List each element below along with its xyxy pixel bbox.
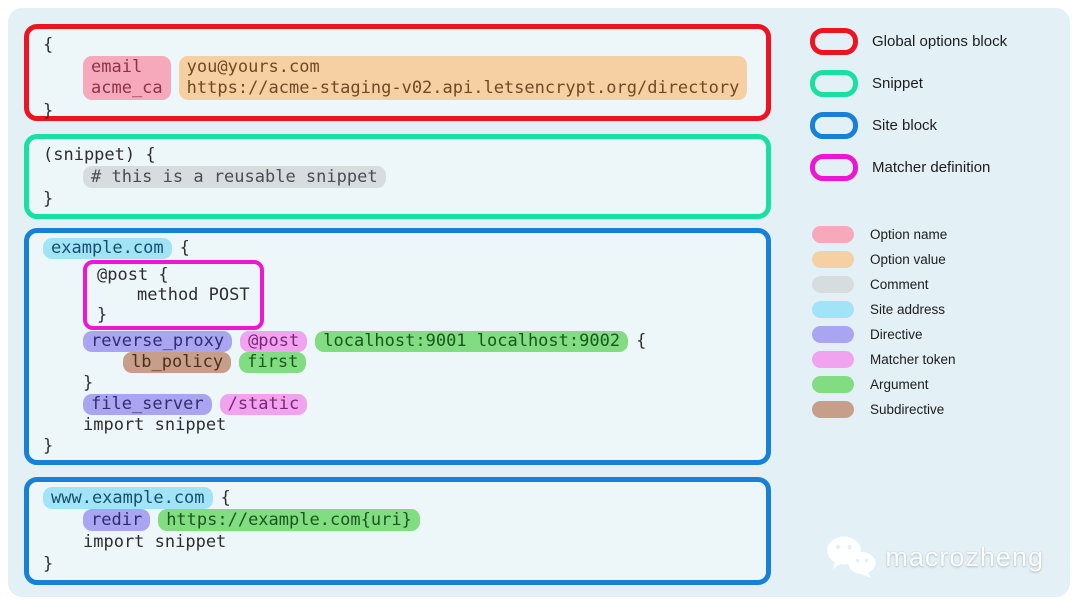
legend-label: Option value [870,252,946,267]
matcher-token-pill: /static [219,394,308,415]
legend-label: Subdirective [870,402,945,417]
legend-label: Matcher definition [872,159,991,176]
subdirective-swatch [812,401,854,418]
legend-item-comment: Comment [812,276,1074,293]
close-brace: } [43,554,54,574]
open-brace: { [43,35,54,55]
legend-label: Site address [870,302,946,317]
close-brace: } [43,436,54,456]
code-line: } [43,188,752,210]
comment-swatch [812,276,854,293]
import-statement: import snippet [83,415,227,435]
legend-label: Option name [870,227,948,242]
matcher-definition-swatch [810,154,858,181]
site-address-swatch [812,301,854,318]
option-value: https://acme-staging-v02.api.letsencrypt… [186,78,740,98]
code-line: import snippet [43,415,752,436]
legend-label: Global options block [872,33,1008,50]
code-line: email acme_ca you@yours.com https://acme… [43,56,752,100]
option-value-swatch [812,251,854,268]
code-line: } [43,436,752,457]
code-line: redir https://example.com{uri} [43,509,752,531]
legend-item-site-address: Site address [812,301,1074,318]
legend-item-matcher-definition: Matcher definition [810,154,1072,181]
legend-item-site-block: Site block [810,112,1072,139]
code-line: lb_policy first [43,352,752,373]
caddyfile-diagram-panel: { email acme_ca you@yours.com https://ac… [8,8,1070,597]
matcher-token-pill: @post [240,331,308,352]
global-options-block: { email acme_ca you@yours.com https://ac… [24,24,771,121]
legend-item-snippet: Snippet [810,70,1072,97]
site-block-swatch [810,112,858,139]
code-line: { [43,34,752,56]
watermark-text: macrozheng [885,541,1044,572]
open-brace: { [220,488,231,508]
import-statement: import snippet [83,532,227,552]
code-line: import snippet [43,531,752,553]
matcher-definition-box: @post { method POST } [83,260,264,330]
argument-pill: first [239,352,307,373]
option-name-pill: email acme_ca [83,56,171,100]
matcher-body: method POST [137,285,250,305]
code-line: reverse_proxy @post localhost:9001 local… [43,331,752,352]
matcher-token-swatch [812,351,854,368]
code-line: file_server /static [43,394,752,415]
option-value: you@yours.com [186,57,320,77]
legend-label: Site block [872,117,938,134]
snippet-block: (snippet) { # this is a reusable snippet… [24,134,771,219]
site-address-pill: example.com [43,238,172,259]
legend-item-option-name: Option name [812,226,1074,243]
directive-pill: reverse_proxy [83,331,233,352]
directive-pill: file_server [83,394,212,415]
code-line: } [43,100,752,122]
wechat-icon [827,536,876,578]
argument-pill: https://example.com{uri} [158,509,420,531]
watermark: macrozheng [825,535,1044,579]
legend-label: Comment [870,277,929,292]
code-line: # this is a reusable snippet [43,166,752,188]
legend-item-subdirective: Subdirective [812,401,1074,418]
code-line: } [43,553,752,575]
matcher-close: } [97,305,108,325]
legend-item-argument: Argument [812,376,1074,393]
code-line: example.com { [43,238,752,259]
snippet-swatch [810,70,858,97]
directive-swatch [812,326,854,343]
close-brace: } [43,101,54,121]
open-brace: { [636,331,647,351]
option-value-pill: you@yours.com https://acme-staging-v02.a… [178,56,748,100]
legend-label: Argument [870,377,929,392]
legend-item-directive: Directive [812,326,1074,343]
close-brace: } [43,189,54,209]
option-name-swatch [812,226,854,243]
option-name: email [91,57,143,77]
directive-pill: redir [83,509,151,531]
global-options-swatch [810,28,858,55]
legend-label: Matcher token [870,352,956,367]
site-block-example: example.com { @post { method POST } reve… [24,228,771,465]
legend-item-option-value: Option value [812,251,1074,268]
site-address-pill: www.example.com [43,487,213,509]
site-block-www-example: www.example.com { redir https://example.… [24,477,771,585]
snippet-header: (snippet) { [43,145,156,165]
subdirective-pill: lb_policy [123,352,232,373]
code-line: www.example.com { [43,487,752,509]
code-line: } [43,373,752,394]
close-brace: } [83,373,94,393]
legend-block-types: Global options block Snippet Site block … [810,28,1072,196]
comment-pill: # this is a reusable snippet [83,166,386,188]
legend-label: Directive [870,327,923,342]
open-brace: { [179,238,190,258]
legend-item-global-options: Global options block [810,28,1072,55]
argument-pill: localhost:9001 localhost:9002 [315,331,629,352]
matcher-header: @post { [97,265,169,285]
legend-label: Snippet [872,75,923,92]
legend-token-types: Option name Option value Comment Site ad… [812,226,1074,426]
option-name: acme_ca [91,78,163,98]
argument-swatch [812,376,854,393]
legend-item-matcher-token: Matcher token [812,351,1074,368]
code-line: (snippet) { [43,144,752,166]
